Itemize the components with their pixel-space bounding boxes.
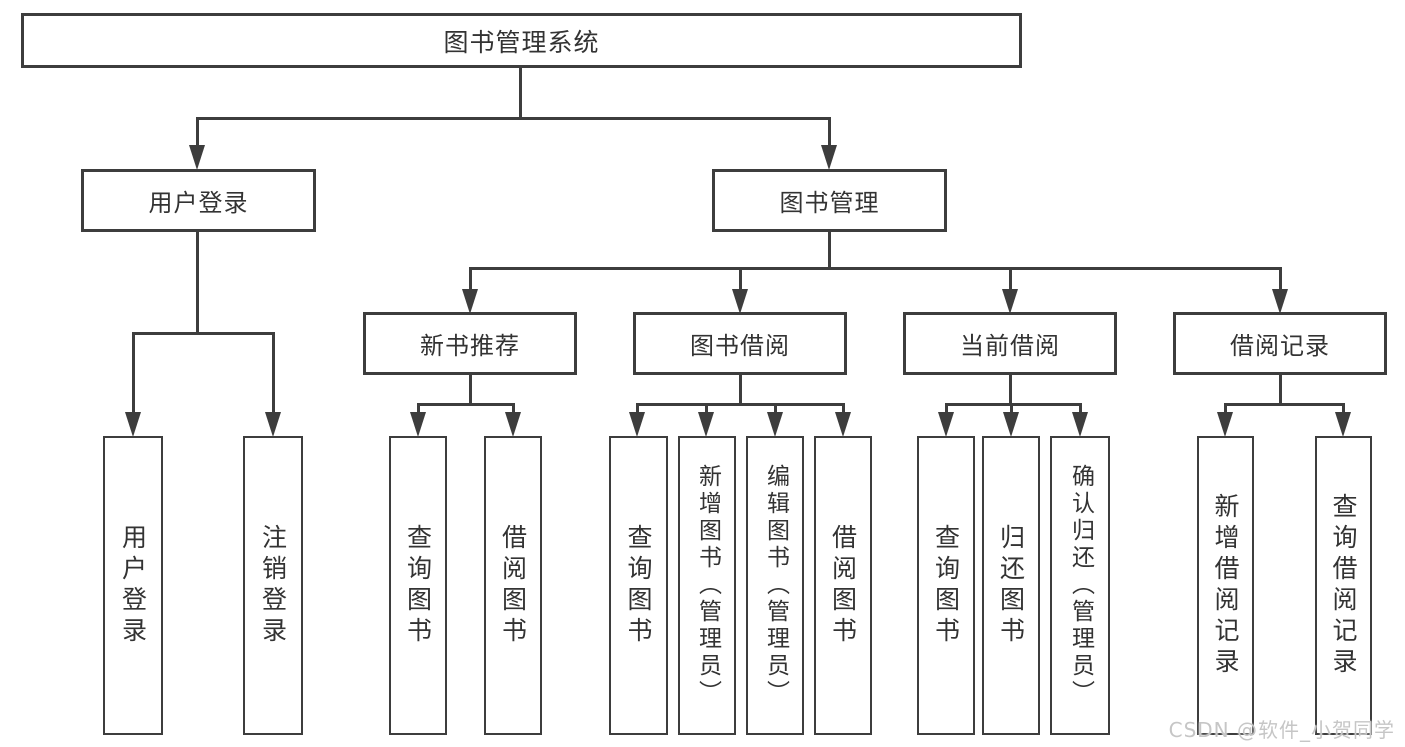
connector-user-login-stub: [196, 232, 199, 335]
arrow-down-icon: [698, 412, 714, 437]
node-current-borrowing: 当前借阅: [903, 312, 1117, 375]
leaf-logout-label: 注销登录: [258, 523, 288, 648]
connector-book-borrowing-stub: [739, 375, 742, 406]
csdn-watermark: CSDN @软件_小贺同学: [1168, 718, 1395, 742]
connector-drop: [636, 403, 639, 415]
arrow-down-icon: [821, 145, 837, 170]
connector-drop: [842, 403, 845, 415]
connector-user-login-drop: [196, 117, 199, 147]
connector-drop: [705, 403, 708, 415]
leaf-user-login-label: 用户登录: [118, 523, 148, 648]
leaf-br-add-record: 新增借阅记录: [1197, 436, 1254, 735]
leaf-bb-edit-books: 编辑图书（管理员）: [746, 436, 804, 735]
connector-drop: [1279, 267, 1282, 290]
node-book-borrowing: 图书借阅: [633, 312, 847, 375]
node-borrowing-records: 借阅记录: [1173, 312, 1387, 375]
node-new-books: 新书推荐: [363, 312, 577, 375]
leaf-bb-query-books-label: 查询图书: [624, 523, 653, 648]
connector-book-borrowing-split: [636, 403, 845, 406]
connector-new-books-split: [417, 403, 515, 406]
leaf-cb-query-books-label: 查询图书: [931, 523, 961, 648]
connector-drop: [1010, 403, 1013, 415]
arrow-down-icon: [410, 412, 426, 437]
leaf-logout: 注销登录: [243, 436, 303, 735]
arrow-down-icon: [189, 145, 205, 170]
connector-drop: [132, 332, 135, 413]
arrow-down-icon: [938, 412, 954, 437]
connector-current-borrowing-stub: [1009, 375, 1012, 406]
arrow-down-icon: [835, 412, 851, 437]
node-book-borrowing-label: 图书借阅: [690, 332, 790, 360]
arrow-down-icon: [1003, 412, 1019, 437]
node-book-management-label: 图书管理: [779, 189, 880, 217]
node-user-login-label: 用户登录: [148, 189, 249, 217]
leaf-nb-query-books-label: 查询图书: [403, 523, 433, 648]
leaf-br-add-record-label: 新增借阅记录: [1211, 492, 1240, 679]
arrow-down-icon: [767, 412, 783, 437]
leaf-bb-edit-books-label: 编辑图书（管理员）: [762, 464, 789, 707]
connector-level2-split: [196, 117, 831, 120]
connector-new-books-stub: [469, 375, 472, 406]
node-root-label: 图书管理系统: [443, 27, 600, 57]
connector-book-management-drop: [828, 117, 831, 147]
leaf-cb-return-books: 归还图书: [982, 436, 1040, 735]
connector-drop: [1079, 403, 1082, 415]
arrow-down-icon: [1002, 289, 1018, 314]
arrow-down-icon: [265, 412, 281, 437]
leaf-cb-return-books-label: 归还图书: [996, 523, 1026, 648]
connector-level3-split: [469, 267, 1282, 270]
leaf-cb-confirm-return: 确认归还（管理员）: [1050, 436, 1110, 735]
connector-borrowing-records-stub: [1279, 375, 1282, 406]
leaf-user-login: 用户登录: [103, 436, 163, 735]
node-current-borrowing-label: 当前借阅: [960, 332, 1060, 360]
arrow-down-icon: [1217, 412, 1233, 437]
connector-root-stub: [519, 68, 522, 119]
arrow-down-icon: [125, 412, 141, 437]
leaf-nb-query-books: 查询图书: [389, 436, 447, 735]
leaf-cb-confirm-return-label: 确认归还（管理员）: [1067, 464, 1094, 707]
leaf-cb-query-books: 查询图书: [917, 436, 975, 735]
connector-drop: [945, 403, 948, 415]
connector-user-login-split: [132, 332, 274, 335]
leaf-nb-borrow-books-label: 借阅图书: [498, 523, 528, 648]
arrow-down-icon: [505, 412, 521, 437]
connector-drop: [739, 267, 742, 290]
arrow-down-icon: [629, 412, 645, 437]
node-borrowing-records-label: 借阅记录: [1230, 332, 1330, 360]
arrow-down-icon: [1272, 289, 1288, 314]
node-new-books-label: 新书推荐: [420, 332, 520, 360]
connector-drop: [417, 403, 420, 415]
arrow-down-icon: [1072, 412, 1088, 437]
connector-drop: [469, 267, 472, 290]
node-root: 图书管理系统: [21, 13, 1022, 68]
connector-drop: [512, 403, 515, 415]
connector-drop: [1224, 403, 1227, 415]
connector-current-borrowing-split: [945, 403, 1082, 406]
leaf-br-query-record-label: 查询借阅记录: [1329, 492, 1358, 679]
leaf-br-query-record: 查询借阅记录: [1315, 436, 1372, 735]
arrow-down-icon: [732, 289, 748, 314]
arrow-down-icon: [1335, 412, 1351, 437]
node-user-login: 用户登录: [81, 169, 316, 232]
leaf-bb-add-books-label: 新增图书（管理员）: [694, 464, 721, 707]
leaf-bb-query-books: 查询图书: [609, 436, 668, 735]
connector-book-management-stub: [828, 232, 831, 270]
node-book-management: 图书管理: [712, 169, 947, 232]
connector-drop: [774, 403, 777, 415]
arrow-down-icon: [462, 289, 478, 314]
leaf-bb-borrow-books: 借阅图书: [814, 436, 872, 735]
connector-drop: [1009, 267, 1012, 290]
leaf-bb-add-books: 新增图书（管理员）: [678, 436, 736, 735]
leaf-nb-borrow-books: 借阅图书: [484, 436, 542, 735]
connector-borrowing-records-split: [1224, 403, 1345, 406]
connector-drop: [272, 332, 275, 413]
leaf-bb-borrow-books-label: 借阅图书: [828, 523, 858, 648]
connector-drop: [1342, 403, 1345, 415]
